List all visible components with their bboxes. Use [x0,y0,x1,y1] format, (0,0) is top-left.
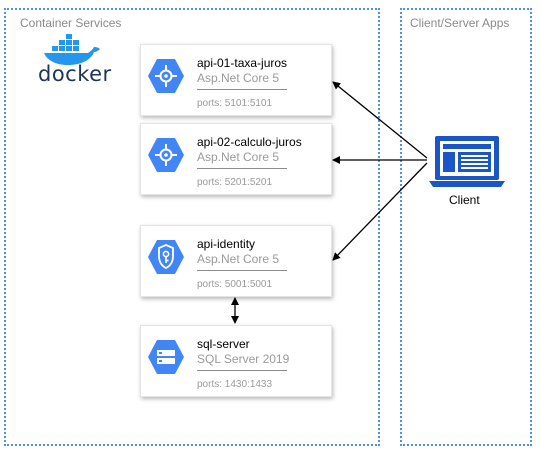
service-name: api-identity [197,237,256,251]
service-ports: ports: 5201:5201 [197,177,273,188]
client-node[interactable] [427,134,507,190]
divider [197,89,287,90]
client-label: Client [449,193,480,207]
database-icon [147,338,185,376]
docker-logo-text: docker [38,62,112,86]
service-tech: SQL Server 2019 [197,352,290,366]
container-services-label: Container Services [20,16,122,30]
service-card-api-01[interactable]: api-01-taxa-juros Asp.Net Core 5 ports: … [140,44,332,116]
client-server-apps-group [400,8,532,446]
service-ports: ports: 1430:1433 [197,379,273,390]
service-name: api-01-taxa-juros [197,56,288,70]
divider [197,168,287,169]
service-card-sql-server[interactable]: sql-server SQL Server 2019 ports: 1430:1… [140,325,332,397]
service-ports: ports: 5101:5101 [197,98,273,109]
laptop-icon [429,136,505,187]
service-name: api-02-calculo-juros [197,135,302,149]
arrow-client-to-api-identity [332,162,428,261]
divider [197,270,287,271]
api-icon [147,57,185,95]
client-server-apps-label: Client/Server Apps [410,16,510,30]
service-card-api-02[interactable]: api-02-calculo-juros Asp.Net Core 5 port… [140,123,332,195]
docker-whale-icon [44,34,100,65]
docker-logo: docker [36,32,111,90]
service-tech: Asp.Net Core 5 [197,150,280,164]
service-tech: Asp.Net Core 5 [197,252,280,266]
api-icon [147,136,185,174]
service-name: sql-server [197,337,250,351]
service-card-api-identity[interactable]: api-identity Asp.Net Core 5 ports: 5001:… [140,225,332,297]
service-tech: Asp.Net Core 5 [197,71,280,85]
identity-key-icon [147,238,185,276]
service-ports: ports: 5001:5001 [197,279,273,290]
divider [197,370,287,371]
arrow-client-to-api-01 [332,81,428,159]
container-services-group [4,8,380,446]
